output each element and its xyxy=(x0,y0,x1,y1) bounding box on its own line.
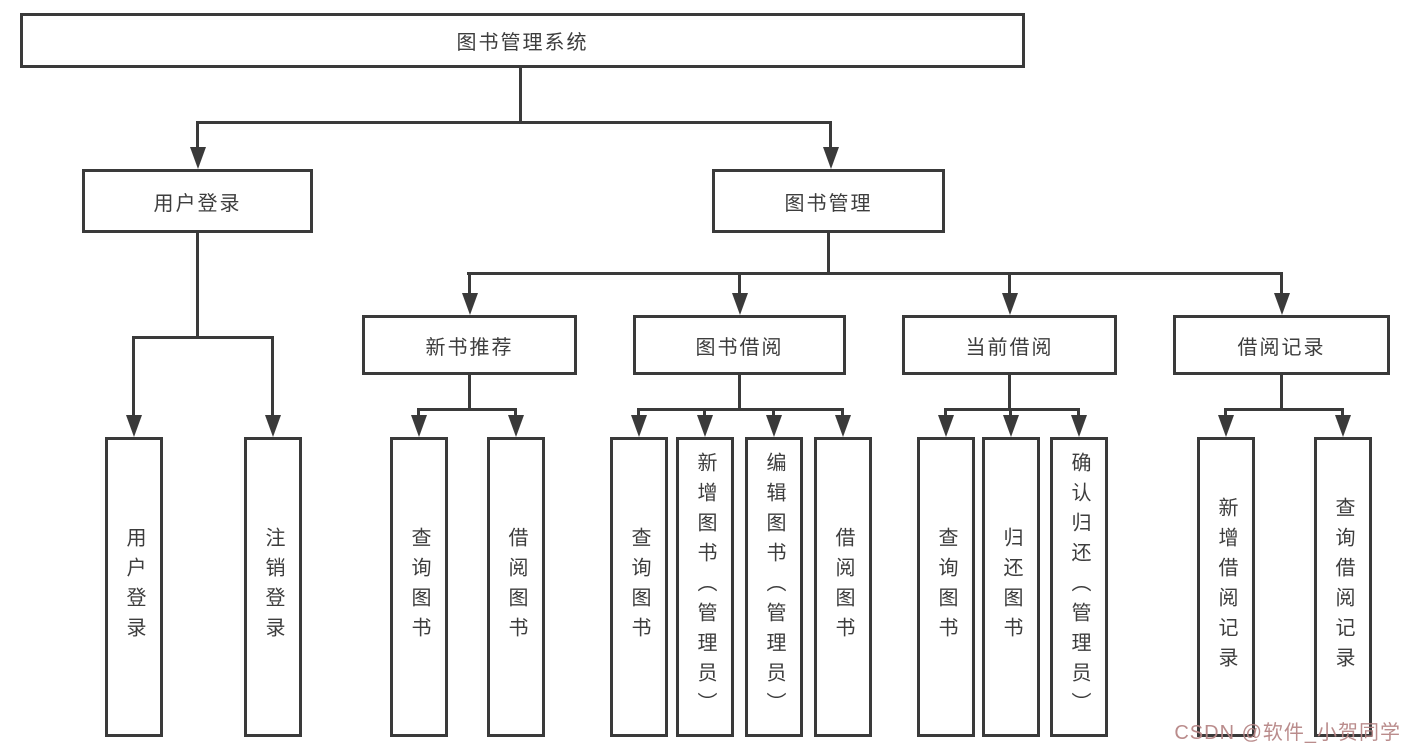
arrowhead-icon xyxy=(631,415,647,437)
connector-user-stem xyxy=(196,233,199,336)
arrowhead-icon xyxy=(835,415,851,437)
arrowhead-icon xyxy=(411,415,427,437)
connector-recommend-stem xyxy=(468,375,471,408)
arrowhead-icon xyxy=(1335,415,1351,437)
connector-root-stem xyxy=(519,68,522,121)
arrowhead-icon xyxy=(508,415,524,437)
leaf-borrow-add-books-admin: 新增图书（管理员） xyxy=(676,437,734,737)
leaf-records-add-record: 新增借阅记录 xyxy=(1197,437,1255,737)
leaf-user-login: 用户登录 xyxy=(105,437,163,737)
node-root: 图书管理系统 xyxy=(20,13,1025,68)
connector-books-drop xyxy=(738,272,741,294)
connector-current-drop xyxy=(1077,408,1080,417)
arrowhead-icon xyxy=(265,415,281,437)
connector-recommend-drop xyxy=(514,408,517,417)
node-user-login: 用户登录 xyxy=(82,169,313,233)
leaf-logout: 注销登录 xyxy=(244,437,302,737)
arrowhead-icon xyxy=(1003,415,1019,437)
arrowhead-icon xyxy=(1071,415,1087,437)
connector-user-bar xyxy=(132,336,274,339)
leaf-records-query-record: 查询借阅记录 xyxy=(1314,437,1372,737)
arrowhead-icon xyxy=(697,415,713,437)
connector-current-drop xyxy=(1009,408,1012,417)
leaf-current-return-books: 归还图书 xyxy=(982,437,1040,737)
arrowhead-icon xyxy=(732,293,748,315)
arrowhead-icon xyxy=(1274,293,1290,315)
connector-borrow-drop xyxy=(841,408,844,417)
arrowhead-icon xyxy=(1218,415,1234,437)
connector-borrow-drop xyxy=(772,408,775,417)
leaf-recommend-query-books: 查询图书 xyxy=(390,437,448,737)
node-new-book-recommend: 新书推荐 xyxy=(362,315,577,375)
connector-root-drop xyxy=(196,121,199,149)
connector-books-drop xyxy=(1008,272,1011,294)
leaf-current-query-books: 查询图书 xyxy=(917,437,975,737)
connector-user-drop xyxy=(271,336,274,416)
connector-recommend-drop xyxy=(417,408,420,417)
connector-current-drop xyxy=(944,408,947,417)
connector-books-drop xyxy=(468,272,471,294)
connector-user-drop xyxy=(132,336,135,416)
leaf-recommend-borrow-books: 借阅图书 xyxy=(487,437,545,737)
arrowhead-icon xyxy=(126,415,142,437)
connector-current-stem xyxy=(1008,375,1011,408)
watermark: CSDN @软件_小贺同学 xyxy=(1174,722,1401,744)
arrowhead-icon xyxy=(1002,293,1018,315)
connector-borrow-stem xyxy=(738,375,741,408)
connector-books-stem xyxy=(827,233,830,272)
leaf-borrow-query-books: 查询图书 xyxy=(610,437,668,737)
connector-root-bar xyxy=(196,121,832,124)
node-book-management: 图书管理 xyxy=(712,169,945,233)
connector-borrow-bar xyxy=(637,408,844,411)
arrowhead-icon xyxy=(766,415,782,437)
connector-current-bar xyxy=(944,408,1080,411)
connector-borrow-drop xyxy=(637,408,640,417)
arrowhead-icon xyxy=(823,147,839,169)
arrowhead-icon xyxy=(462,293,478,315)
leaf-borrow-borrow-books: 借阅图书 xyxy=(814,437,872,737)
connector-root-drop xyxy=(829,121,832,149)
arrowhead-icon xyxy=(190,147,206,169)
arrowhead-icon xyxy=(938,415,954,437)
leaf-borrow-edit-books-admin: 编辑图书（管理员） xyxy=(745,437,803,737)
connector-books-drop xyxy=(1280,272,1283,294)
leaf-current-confirm-return-admin: 确认归还（管理员） xyxy=(1050,437,1108,737)
connector-borrow-drop xyxy=(703,408,706,417)
connector-records-bar xyxy=(1224,408,1344,411)
node-book-borrow: 图书借阅 xyxy=(633,315,846,375)
node-borrow-records: 借阅记录 xyxy=(1173,315,1390,375)
connector-recommend-bar xyxy=(417,408,517,411)
connector-records-drop xyxy=(1341,408,1344,417)
connector-records-drop xyxy=(1224,408,1227,417)
connector-records-stem xyxy=(1280,375,1283,408)
connector-books-bar xyxy=(467,272,1283,275)
node-current-borrow: 当前借阅 xyxy=(902,315,1117,375)
